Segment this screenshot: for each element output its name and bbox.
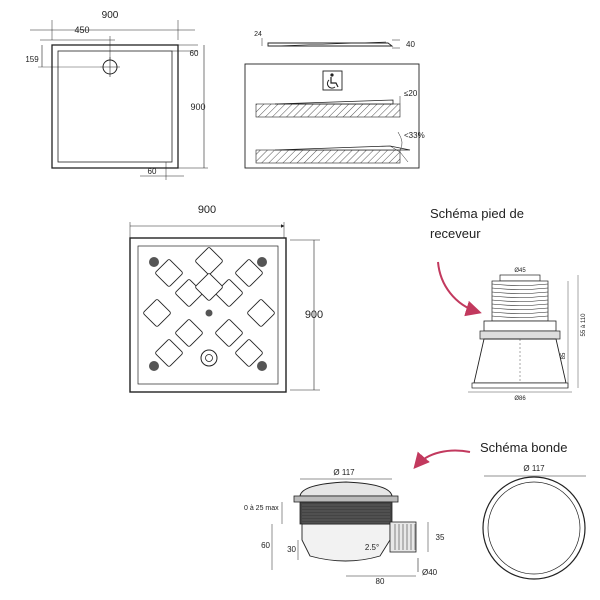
cover-diameter-label: Ø 117 xyxy=(523,464,545,473)
drain-body xyxy=(301,523,391,562)
tray-inner-outline xyxy=(57,50,173,163)
foot-pink-arrow xyxy=(437,261,482,317)
top-plan-width-label: 900 xyxy=(102,10,119,21)
anti-slip-pads xyxy=(143,247,275,367)
thread-line xyxy=(491,299,549,302)
drain-cap xyxy=(299,481,393,497)
thread-line xyxy=(491,283,549,286)
drain-dim-range: 0 à 25 max xyxy=(244,505,279,512)
top-plan-left-label: 159 xyxy=(25,55,39,64)
drain-dim-diameter: Ø 117 xyxy=(333,468,355,477)
anti-slip-pad xyxy=(155,259,183,287)
top-plan-half-label: 450 xyxy=(74,25,89,35)
profile-dim-le20: ≤20 xyxy=(404,89,418,98)
thread-line xyxy=(491,311,549,314)
anti-slip-height-label: 900 xyxy=(305,309,323,321)
thread-line xyxy=(491,287,549,290)
corner-dot xyxy=(257,257,267,267)
profile-dim-lt33: <33% xyxy=(404,131,425,140)
anti-slip-pad xyxy=(247,299,275,327)
tray-outline xyxy=(51,44,179,169)
foot-title-line1: Schéma pied de xyxy=(430,206,524,221)
top-plan-bottom-label: 60 xyxy=(148,167,157,176)
drain-dim-60: 60 xyxy=(261,541,270,550)
thread-line xyxy=(491,315,549,318)
profile-dim-40: 40 xyxy=(406,40,415,49)
drain-schema: Schéma bonde Ø 117 Ø40 0 à 25 max 60 30 … xyxy=(244,440,586,586)
anti-slip-pad xyxy=(143,299,171,327)
anti-slip-pad xyxy=(195,247,223,275)
foot-dim-height-right: 55 à 110 xyxy=(581,313,587,337)
anti-slip-pad xyxy=(195,273,223,301)
profile-dim-24: 24 xyxy=(254,31,262,38)
foot-dim-bottom: Ø86 xyxy=(514,396,526,402)
thread-line xyxy=(491,303,549,306)
top-plan-view: 900 450 60 159 900 60 xyxy=(25,10,208,180)
anti-slip-plan-view: 900 900 xyxy=(129,204,323,393)
drain-dim-slope: 2.5° xyxy=(365,543,379,552)
corner-dot xyxy=(149,257,159,267)
floor-hatch-top xyxy=(255,103,401,118)
corner-dot xyxy=(257,361,267,371)
top-plan-height-label: 900 xyxy=(190,102,205,112)
anti-slip-pad xyxy=(235,339,263,367)
thread-line xyxy=(491,291,549,294)
anti-slip-pad xyxy=(235,259,263,287)
top-plan-right-label: 60 xyxy=(190,49,199,58)
corner-dot xyxy=(205,309,213,317)
drain-dim-30: 30 xyxy=(287,545,296,554)
profile-view: 24 40 ≤20 <33% xyxy=(244,31,425,169)
drain-dim-outlet: Ø40 xyxy=(422,568,438,577)
corner-dot xyxy=(149,361,159,371)
foot-schema: Schéma pied de receveur Ø45 Ø86 85 55 à … xyxy=(430,206,587,402)
drain-cover-circle xyxy=(482,476,586,580)
thread-line xyxy=(491,307,549,310)
foot-title-line2: receveur xyxy=(430,226,481,241)
anti-slip-pad xyxy=(175,319,203,347)
drain-dim-80: 80 xyxy=(376,577,385,586)
foot-dim-height-left: 85 xyxy=(561,352,567,359)
anti-slip-pad xyxy=(155,339,183,367)
anti-slip-pad xyxy=(215,319,243,347)
floor-hatch-bottom xyxy=(255,149,401,164)
anti-slip-width-label: 900 xyxy=(198,204,216,216)
drain-pink-arrow xyxy=(413,449,471,470)
wheelchair-icon xyxy=(322,70,343,91)
drain-dim-35: 35 xyxy=(436,533,445,542)
thread-line xyxy=(491,295,549,298)
drain-title: Schéma bonde xyxy=(480,440,567,455)
foot-dim-top: Ø45 xyxy=(514,268,526,274)
